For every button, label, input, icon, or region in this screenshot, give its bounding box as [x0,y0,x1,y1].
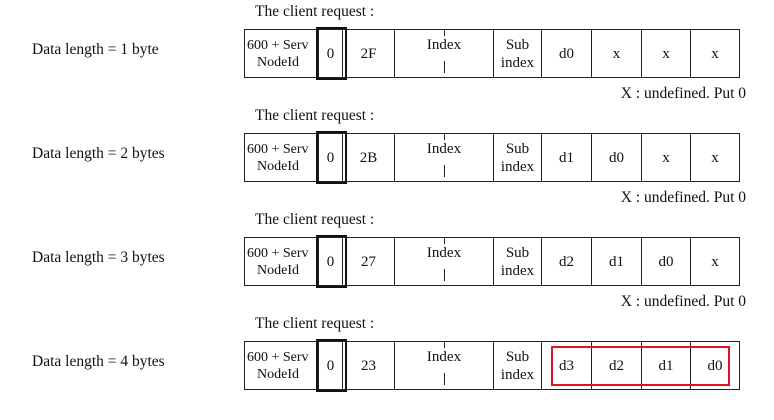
request-title-3: The client request : [255,211,375,228]
data-byte-cell: x [642,30,691,77]
command-cell: 27 [343,238,395,285]
request-title-4: The client request : [255,315,375,332]
data-byte-cell: d1 [642,342,691,389]
data-byte-cell: x [711,45,719,62]
command-cell: 2F [343,30,395,77]
command-cell: 23 [343,342,395,389]
request-title-1: The client request : [255,3,375,20]
index-cell: Index [395,30,494,77]
request-title-2: The client request : [255,107,375,124]
data-byte-cell: d1 [542,134,592,181]
zero-cell: 0 [316,131,347,184]
data-byte-cell: d2 [542,238,592,285]
data-length-label-3: Data length = 3 bytes [32,249,165,266]
data-byte-cell: d0 [642,238,691,285]
index-cell: Index [395,134,494,181]
index-cell: Index [395,342,494,389]
data-byte-cell: d0 [542,30,592,77]
data-byte-cell: x [592,30,642,77]
data-byte-cell: x [711,149,719,166]
index-cell: Index [395,238,494,285]
command-cell: 2B [343,134,395,181]
data-byte-cell: x [642,134,691,181]
data-length-label-4: Data length = 4 bytes [32,353,165,370]
zero-cell: 0 [316,235,347,288]
undefined-note-2: X : undefined. Put 0 [620,189,746,206]
data-byte-cell: d0 [592,134,642,181]
data-byte-cell: d1 [592,238,642,285]
zero-cell: 0 [316,339,347,392]
undefined-note-3: X : undefined. Put 0 [620,293,746,310]
zero-cell: 0 [316,27,347,80]
data-byte-cell: d2 [592,342,642,389]
data-byte-cell: d0 [707,357,723,374]
data-length-label-2: Data length = 2 bytes [32,145,165,162]
undefined-note-1: X : undefined. Put 0 [620,85,746,102]
data-byte-cell: x [711,253,719,270]
data-byte-cell: d3 [542,342,592,389]
data-length-label-1: Data length = 1 byte [32,41,159,58]
